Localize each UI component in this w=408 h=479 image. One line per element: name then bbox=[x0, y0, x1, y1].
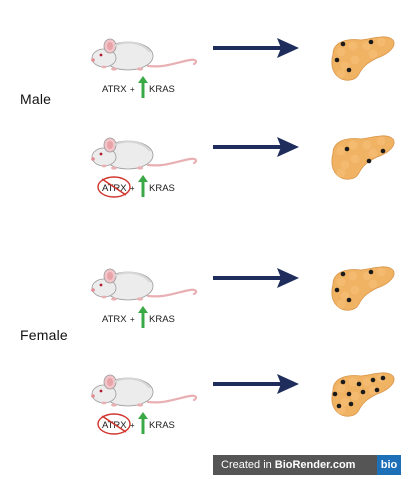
navy-right-arrow-icon bbox=[213, 374, 299, 394]
tumor-dot bbox=[374, 387, 380, 393]
experiment-row-2: ATRX + KRAS bbox=[0, 131, 408, 231]
red-strike-circle-icon bbox=[96, 413, 132, 435]
tumor-dot bbox=[348, 401, 354, 407]
pancreas-lobule bbox=[348, 377, 358, 387]
pancreas-lobule bbox=[348, 41, 358, 51]
pancreas-lobule bbox=[368, 148, 378, 158]
tumor-dot bbox=[380, 148, 386, 154]
pancreas-icon bbox=[331, 372, 395, 417]
pancreas-lobule bbox=[336, 146, 346, 156]
tumor-dot bbox=[332, 391, 338, 397]
navy-right-arrow-icon bbox=[213, 38, 299, 58]
green-up-arrow-icon bbox=[138, 76, 148, 98]
tumor-dot bbox=[356, 381, 362, 387]
gene-kras: KRAS bbox=[149, 84, 175, 95]
red-strike-circle-icon bbox=[96, 176, 132, 198]
pancreas-lobule bbox=[340, 397, 350, 407]
pancreas-icon bbox=[331, 36, 395, 81]
navy-right-arrow-icon bbox=[213, 137, 299, 157]
mouse-icon bbox=[90, 32, 200, 80]
tumor-dot bbox=[368, 39, 374, 45]
pancreas-lobule bbox=[336, 69, 346, 79]
pancreas-lobule bbox=[340, 160, 350, 170]
tumor-dot bbox=[334, 287, 340, 293]
genotype-label: ATRX + KRAS bbox=[100, 76, 210, 102]
gene-atrx: ATRX bbox=[102, 183, 127, 194]
green-up-arrow-icon bbox=[138, 306, 148, 328]
pancreas-lobule bbox=[340, 61, 350, 71]
experiment-row-3: ATRX + KRAS bbox=[0, 262, 408, 362]
pancreas-icon bbox=[331, 266, 395, 311]
tumor-dot bbox=[346, 391, 352, 397]
tumor-dot bbox=[368, 269, 374, 275]
gene-atrx: ATRX bbox=[102, 314, 127, 325]
genotype-label: ATRX + KRAS bbox=[100, 175, 210, 201]
plus-sign: + bbox=[130, 85, 135, 94]
tumor-dot bbox=[360, 389, 366, 395]
pancreas-lobule bbox=[336, 168, 346, 178]
mouse-icon bbox=[90, 368, 200, 416]
gene-kras: KRAS bbox=[149, 314, 175, 325]
gene-kras: KRAS bbox=[149, 420, 175, 431]
tumor-dot bbox=[366, 158, 372, 164]
badge-prefix: Created in bbox=[221, 459, 272, 471]
badge-brand: BioRender.com bbox=[274, 459, 356, 471]
pancreas-lobule bbox=[336, 47, 346, 57]
pancreas-lobule bbox=[348, 271, 358, 281]
pancreas-lobule bbox=[350, 154, 360, 164]
tumor-dot bbox=[370, 377, 376, 383]
plus-sign: + bbox=[130, 184, 135, 193]
green-up-arrow-icon bbox=[138, 175, 148, 197]
gene-atrx: ATRX bbox=[102, 420, 127, 431]
badge-text: Created in BioRender.com bbox=[213, 455, 377, 475]
experiment-row-4: ATRX + KRAS bbox=[0, 368, 408, 468]
gene-atrx: ATRX bbox=[102, 84, 127, 95]
plus-sign: + bbox=[130, 421, 135, 430]
biorender-logo-icon: bio bbox=[377, 455, 401, 475]
group-label-male: Male bbox=[20, 91, 52, 107]
experiment-row-1: ATRX + KRAS bbox=[0, 32, 408, 132]
mouse-icon bbox=[90, 262, 200, 310]
plus-sign: + bbox=[130, 315, 135, 324]
pancreas-lobule bbox=[368, 49, 378, 59]
tumor-dot bbox=[340, 379, 346, 385]
pancreas-lobule bbox=[336, 383, 346, 393]
pancreas-lobule bbox=[348, 140, 358, 150]
tumor-dot bbox=[346, 67, 352, 73]
pancreas-icon bbox=[331, 135, 395, 180]
pancreas-lobule bbox=[350, 391, 360, 401]
pancreas-lobule bbox=[376, 37, 386, 47]
pancreas-lobule bbox=[376, 267, 386, 277]
tumor-dot bbox=[346, 297, 352, 303]
pancreas-lobule bbox=[336, 277, 346, 287]
biorender-badge[interactable]: Created in BioRender.com bio bbox=[213, 455, 401, 475]
pancreas-lobule bbox=[362, 140, 372, 150]
tumor-dot bbox=[340, 271, 346, 277]
genotype-label: ATRX + KRAS bbox=[100, 306, 210, 332]
pancreas-lobule bbox=[340, 291, 350, 301]
pancreas-lobule bbox=[368, 279, 378, 289]
pancreas-lobule bbox=[362, 271, 372, 281]
gene-kras: KRAS bbox=[149, 183, 175, 194]
pancreas-lobule bbox=[362, 377, 372, 387]
pancreas-lobule bbox=[350, 55, 360, 65]
tumor-dot bbox=[380, 375, 386, 381]
pancreas-lobule bbox=[368, 385, 378, 395]
tumor-dot bbox=[344, 146, 350, 152]
pancreas-lobule bbox=[362, 41, 372, 51]
green-up-arrow-icon bbox=[138, 412, 148, 434]
group-label-female: Female bbox=[20, 327, 68, 343]
mouse-icon bbox=[90, 131, 200, 179]
pancreas-lobule bbox=[336, 299, 346, 309]
pancreas-lobule bbox=[350, 285, 360, 295]
pancreas-lobule bbox=[376, 136, 386, 146]
genotype-label: ATRX + KRAS bbox=[100, 412, 210, 438]
tumor-dot bbox=[340, 41, 346, 47]
tumor-dot bbox=[334, 57, 340, 63]
tumor-dot bbox=[336, 403, 342, 409]
navy-right-arrow-icon bbox=[213, 268, 299, 288]
